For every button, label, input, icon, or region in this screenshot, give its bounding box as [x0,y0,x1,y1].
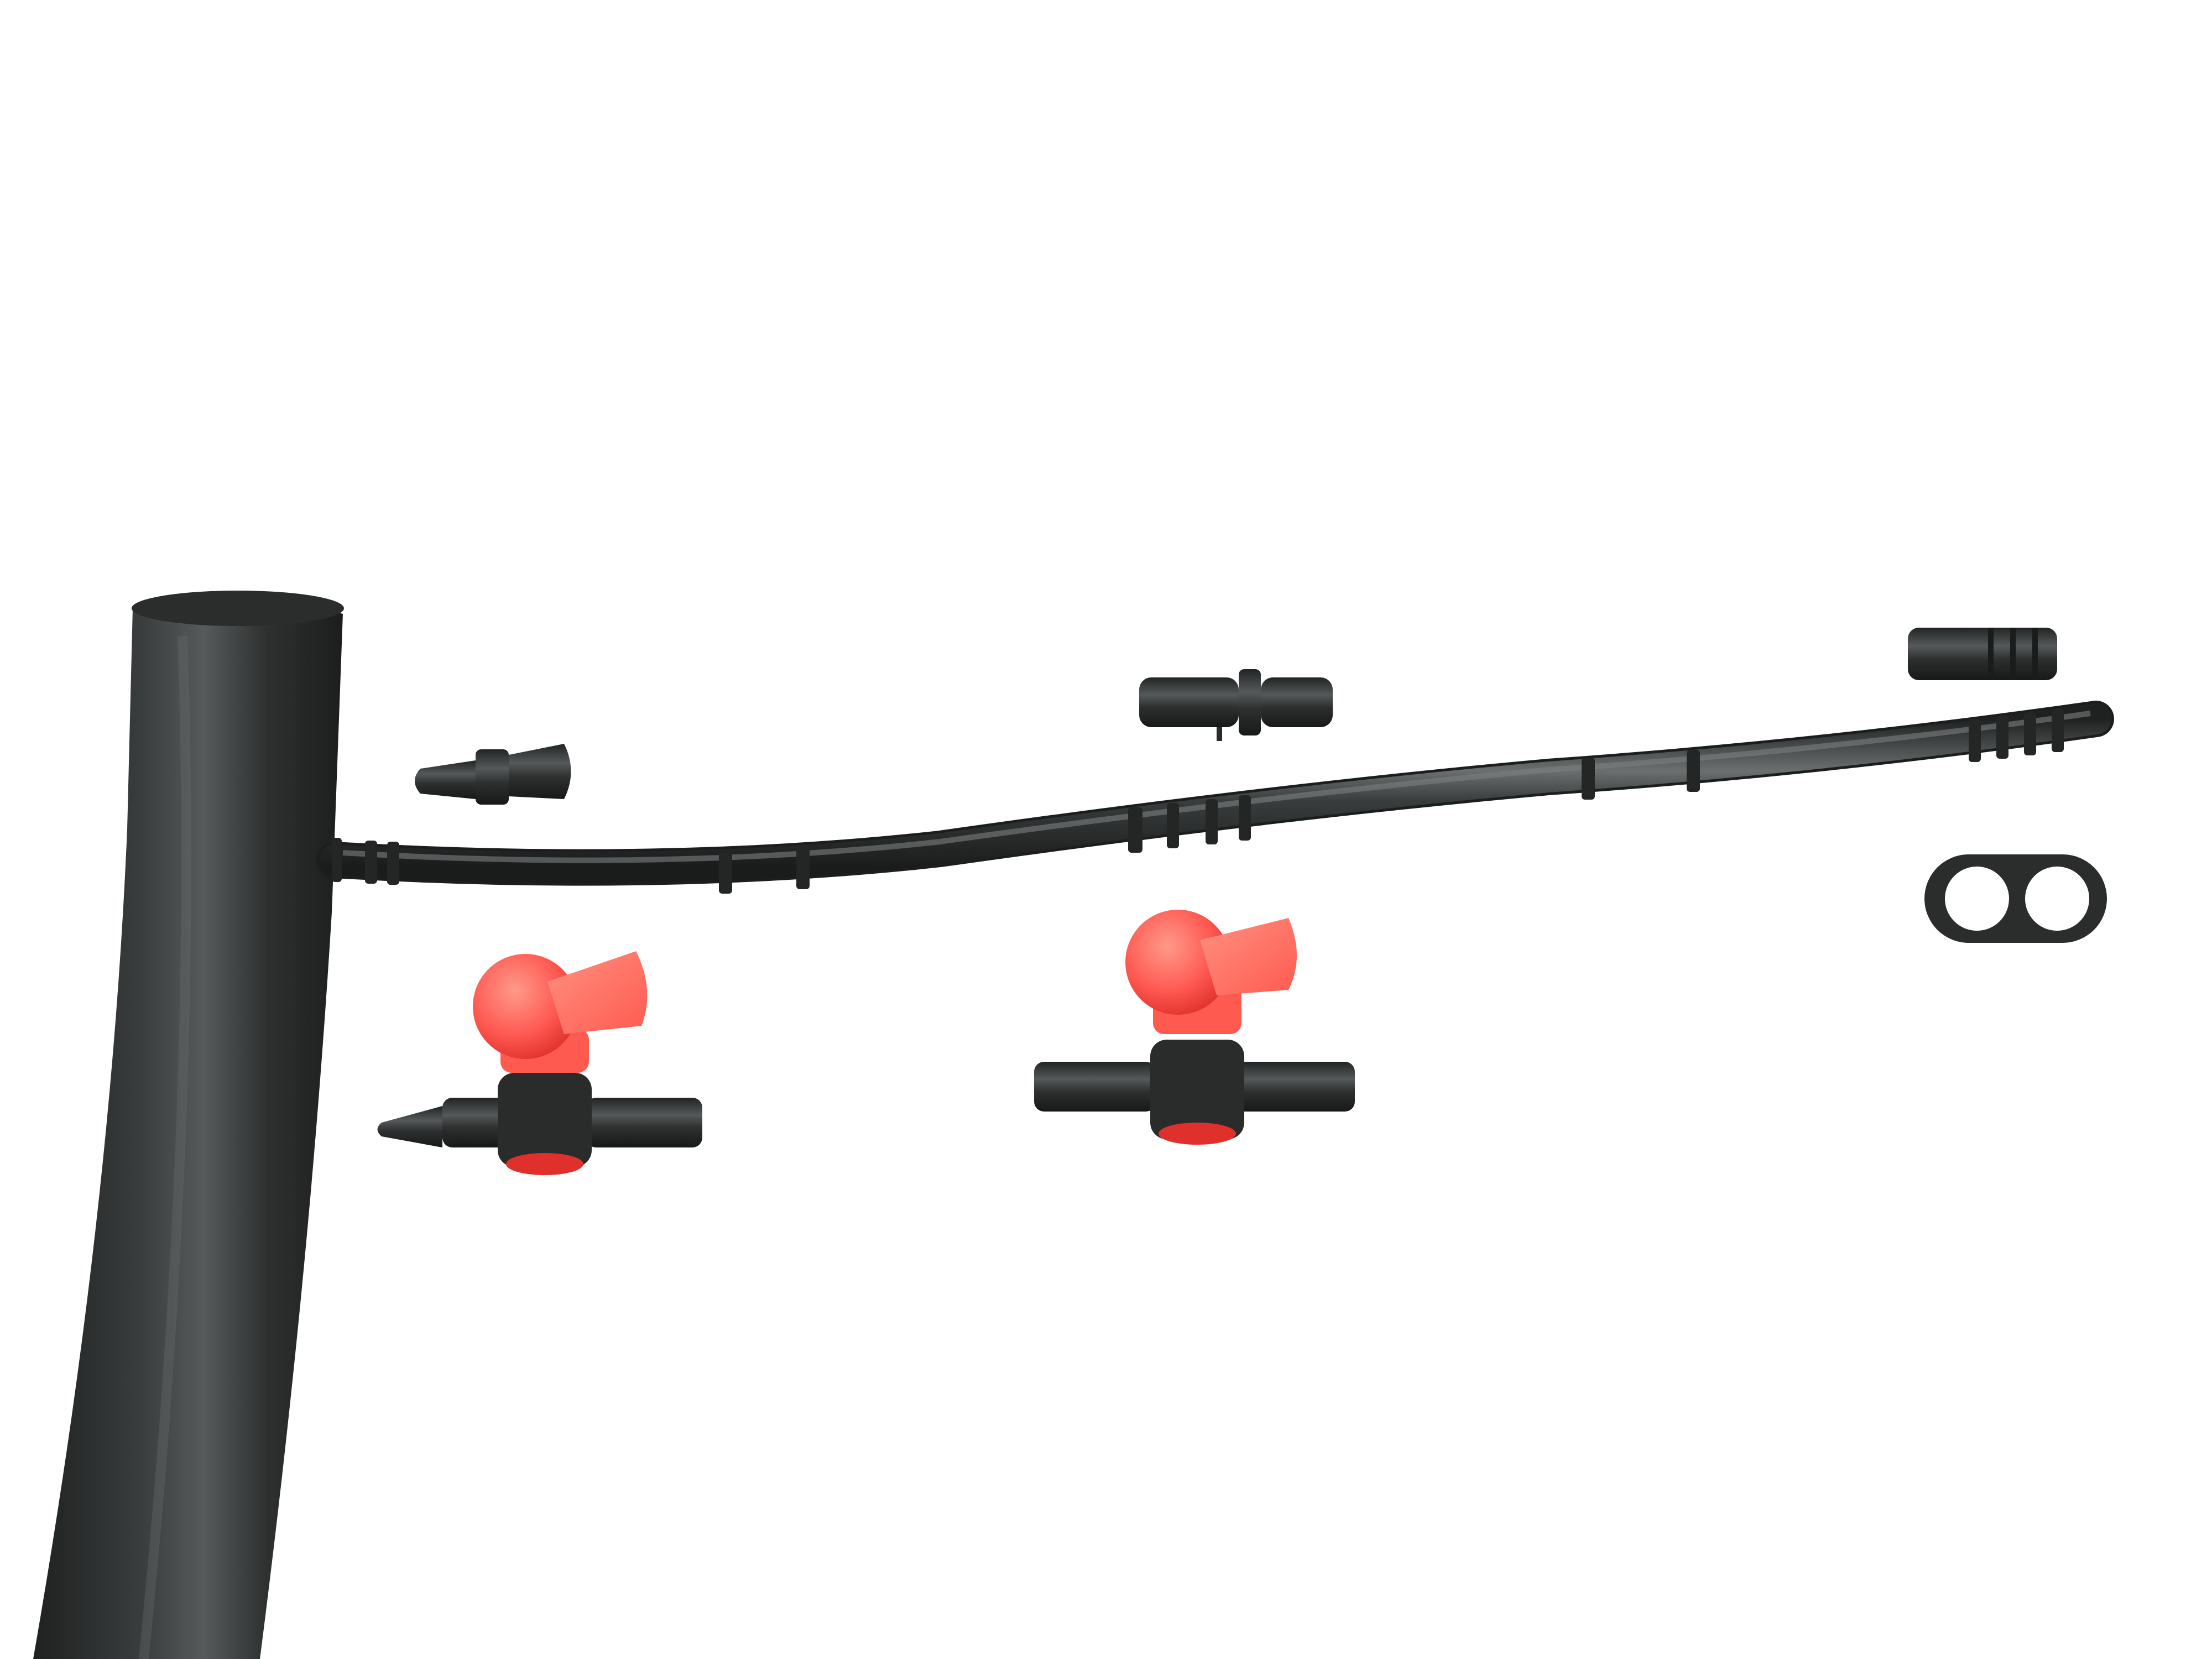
mini-valve-center [1034,910,1355,1145]
threaded-end-connector [1908,628,2057,680]
figure-eight-end-clamp [1924,854,2107,943]
lateral-tube [316,701,2114,894]
straight-coupler [1139,669,1333,741]
mini-valve-left [377,951,702,1175]
end-plug [415,744,571,805]
main-pipe [33,591,344,1659]
